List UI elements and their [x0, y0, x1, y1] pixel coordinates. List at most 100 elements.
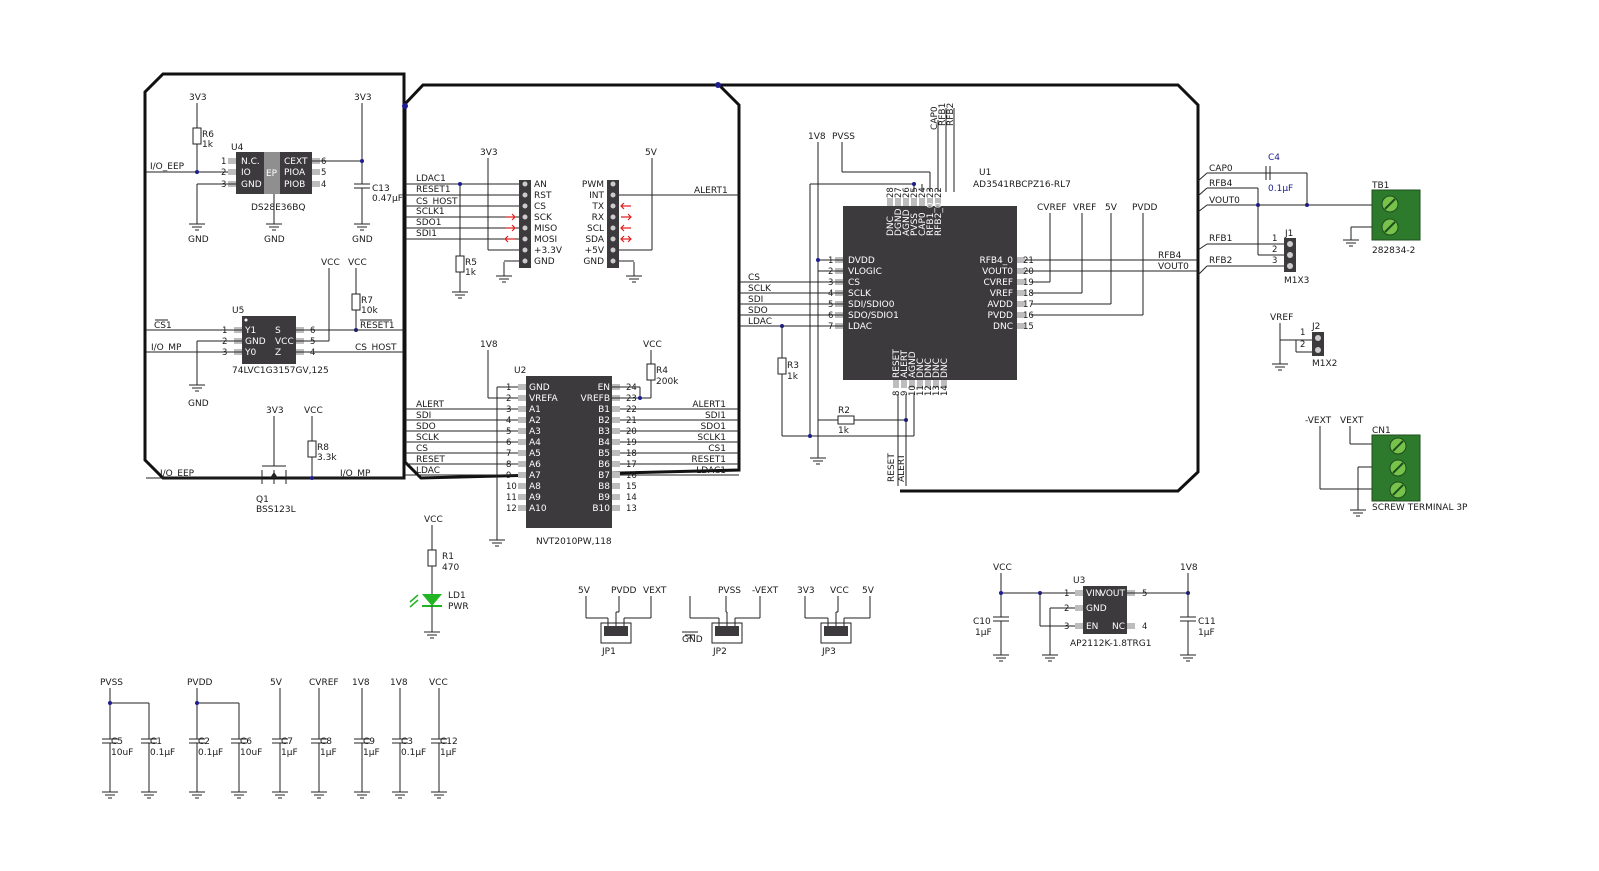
ground-symbol: [102, 791, 118, 799]
pin-label: LDAC: [848, 322, 872, 332]
pin-number: 9: [900, 391, 910, 396]
pin-label: CVREF: [983, 278, 1013, 288]
pin-number: 2: [1272, 245, 1277, 255]
pin-label: IO: [241, 168, 251, 178]
net-label-vcc: VCC: [304, 406, 323, 416]
u4-ref: U4: [231, 143, 244, 153]
pin-label: EN: [598, 383, 610, 393]
pin-label: NC: [1112, 622, 1125, 632]
pin-number: 3: [828, 278, 833, 288]
net-label-sclk1: SCLK1: [416, 207, 445, 217]
pin-label: Z: [275, 348, 281, 358]
pin-label: VREFB: [581, 394, 610, 404]
pin-number: 1: [1272, 234, 1277, 244]
pin-label: DNC: [886, 216, 896, 236]
cn1-part: SCREW TERMINAL 3P: [1372, 503, 1468, 513]
net-label-vcc: VCC: [424, 515, 443, 525]
net-label-1v8: 1V8: [1180, 563, 1198, 573]
net-label: GND: [682, 635, 703, 645]
r4-value: 200k: [656, 377, 679, 387]
r4-ref: R4: [656, 366, 668, 376]
pin-number: 21: [1023, 256, 1034, 266]
pin-label: VOUT: [1100, 589, 1126, 599]
pin-number: 19: [626, 438, 637, 448]
pin-label: VREFA: [529, 394, 558, 404]
net-label-rfb1: RFB1: [938, 103, 948, 126]
net-label-vcc: VCC: [348, 258, 367, 268]
pin-label: GND: [245, 337, 266, 347]
resistor-r1: [427, 549, 437, 567]
net-label-vcc: VCC: [643, 340, 662, 350]
net-label-ldac1: LDAC1: [416, 174, 446, 184]
r2-ref: R2: [838, 406, 850, 416]
pin-label: B8: [598, 482, 610, 492]
net-label-vcc: VCC: [993, 563, 1012, 573]
pin-number: 20: [626, 427, 637, 437]
pin-number: 1: [221, 157, 226, 167]
pin-label: B2: [598, 416, 610, 426]
j1-ref: J1: [1284, 229, 1293, 239]
frame-dac: [719, 83, 1200, 493]
pin-label: ALERT: [900, 350, 910, 378]
net-label: 3V3: [797, 586, 815, 596]
header-pin-label: +5V: [585, 246, 605, 256]
net-label-ldac: LDAC: [416, 466, 440, 476]
u4-part: DS28E36BQ: [251, 203, 306, 213]
resistor-r3: [777, 357, 787, 375]
pin-number: 7: [506, 449, 511, 459]
u3-body: [1083, 586, 1127, 634]
pin-label: A6: [529, 460, 541, 470]
pin-label: A9: [529, 493, 541, 503]
u4-ep-label: EP: [266, 169, 278, 179]
q1-mosfet: 3V3 I/O_EEP I/O_MP Q1 BSS123L VCC R8 3.3…: [146, 406, 404, 515]
pin-label: GND: [529, 383, 550, 393]
pin-number: 1: [1064, 589, 1069, 599]
ground-symbols: [102, 223, 1366, 799]
net-label-rfb4: RFB4: [1158, 251, 1182, 261]
ground-symbol: [189, 384, 205, 392]
net-label-io-mp: I/O_MP: [151, 343, 182, 353]
pin-number: 27: [894, 187, 904, 198]
net-label-ldac: LDAC: [748, 317, 772, 327]
net-label-cs-host: CS_HOST: [355, 343, 397, 353]
net-label: 5V: [862, 586, 875, 596]
net-label-sdi: SDI: [748, 295, 763, 305]
pin-number: 20: [1023, 267, 1034, 277]
c13-ref: C13: [372, 184, 390, 194]
net-label-reset: RESET: [887, 453, 897, 482]
net-label-sclk: SCLK: [416, 433, 440, 443]
ground-symbol: [452, 291, 468, 299]
net-label-5v: 5V: [645, 148, 658, 158]
cap-ref: C9: [363, 737, 375, 747]
net-label-sdo1: SDO1: [416, 218, 441, 228]
c4-value: 0.1µF: [1268, 184, 1293, 194]
pin-label: RFB1_0: [926, 202, 936, 236]
ground-symbol: [354, 791, 370, 799]
pin-number: 12: [924, 385, 934, 396]
pin-number: 6: [506, 438, 511, 448]
header-pin-label: SDA: [585, 235, 604, 245]
ground-symbol: [272, 791, 288, 799]
pin-label: B10: [592, 504, 610, 514]
net-label-3v3: 3V3: [189, 93, 207, 103]
u5-part: 74LVC1G3157GV,125: [232, 366, 329, 376]
pin-label: DNC: [940, 358, 950, 378]
pin-label: A8: [529, 482, 541, 492]
r2-value: 1k: [838, 426, 850, 436]
pin-number: 13: [626, 504, 637, 514]
u1-ref: U1: [979, 168, 991, 178]
pin-number: 3: [506, 405, 511, 415]
junction-dot: [402, 103, 408, 109]
c10-value: 1µF: [975, 628, 992, 638]
net-label: VCC: [429, 678, 448, 688]
j2-part: M1X2: [1312, 359, 1337, 369]
net-label-right: LDAC1: [696, 466, 726, 476]
pin-number: 22: [934, 187, 944, 198]
